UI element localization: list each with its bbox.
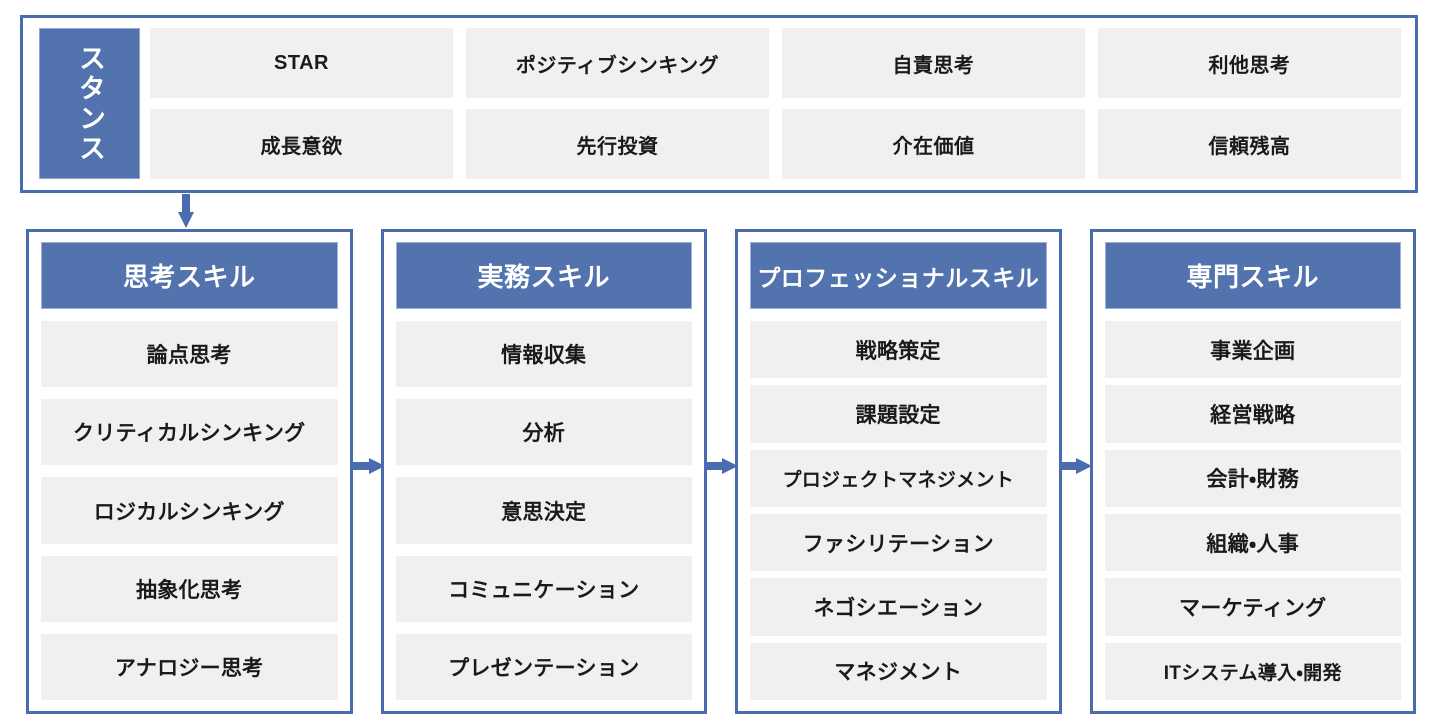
skill-item[interactable]: プロジェクトマネジメント	[750, 449, 1047, 507]
arrow-right-shaft	[351, 462, 371, 470]
skill-item-list: 事業企画 経営戦略 会計・財務 組織・人事 マーケティング ITシステム導入・開…	[1104, 321, 1401, 700]
stance-cell[interactable]: STAR	[150, 28, 453, 98]
arrow-down-shaft	[182, 194, 190, 214]
skill-item[interactable]: 課題設定	[750, 385, 1047, 443]
skill-item[interactable]: 論点思考	[41, 321, 338, 388]
skill-column-title: 実務スキル	[395, 242, 692, 309]
arrow-right-icon	[704, 458, 738, 474]
stance-cell[interactable]: 信頼残高	[1098, 109, 1401, 179]
skill-item-list: 論点思考 クリティカルシンキング ロジカルシンキング 抽象化思考 アナロジー思考	[41, 321, 338, 701]
stance-panel-inner: スタンス STAR ポジティブシンキング 自責思考 利他思考 成長意欲 先行投資…	[39, 28, 1401, 179]
skill-item[interactable]: 分析	[395, 399, 692, 466]
skill-column-title: 思考スキル	[41, 242, 338, 309]
skill-item-list: 情報収集 分析 意思決定 コミュニケーション プレゼンテーション	[395, 321, 692, 701]
arrow-down-icon	[178, 194, 194, 228]
arrow-right-icon	[1058, 458, 1092, 474]
arrow-right-shaft	[1058, 462, 1078, 470]
skill-column-thinking: 思考スキル 論点思考 クリティカルシンキング ロジカルシンキング 抽象化思考 ア…	[26, 229, 353, 714]
skill-item[interactable]: マネジメント	[750, 642, 1047, 700]
skill-item[interactable]: 情報収集	[395, 321, 692, 388]
skill-column-professional: プロフェッショナルスキル 戦略策定 課題設定 プロジェクトマネジメント ファシリ…	[735, 229, 1062, 714]
stance-label-text: スタンス	[75, 43, 105, 164]
stance-panel: スタンス STAR ポジティブシンキング 自責思考 利他思考 成長意欲 先行投資…	[20, 15, 1418, 193]
skill-item[interactable]: 組織・人事	[1104, 513, 1401, 572]
skill-item[interactable]: 会計・財務	[1104, 449, 1401, 507]
skill-column-practical: 実務スキル 情報収集 分析 意思決定 コミュニケーション プレゼンテーション	[380, 229, 707, 714]
stance-cell[interactable]: 成長意欲	[150, 109, 453, 179]
skill-column-specialist: 専門スキル 事業企画 経営戦略 会計・財務 組織・人事 マーケティング ITシス…	[1089, 229, 1416, 714]
skill-column-title: 専門スキル	[1104, 242, 1401, 309]
arrow-right-head	[722, 458, 738, 474]
arrow-right-head	[1076, 458, 1092, 474]
skill-item-list: 戦略策定 課題設定 プロジェクトマネジメント ファシリテーション ネゴシエーショ…	[750, 321, 1047, 700]
skill-item[interactable]: 戦略策定	[750, 321, 1047, 379]
skill-item[interactable]: ファシリテーション	[750, 513, 1047, 572]
skill-item[interactable]: 経営戦略	[1104, 385, 1401, 443]
skill-item[interactable]: アナロジー思考	[41, 633, 338, 701]
skill-item[interactable]: ネゴシエーション	[750, 578, 1047, 636]
stance-cell[interactable]: 介在価値	[782, 109, 1085, 179]
stance-cell[interactable]: 利他思考	[1098, 28, 1401, 98]
arrow-down-head	[178, 212, 194, 228]
skill-item[interactable]: 意思決定	[395, 477, 692, 544]
skill-columns: 思考スキル 論点思考 クリティカルシンキング ロジカルシンキング 抽象化思考 ア…	[26, 229, 1416, 714]
stance-label-box: スタンス	[39, 28, 140, 179]
stance-cell[interactable]: 自責思考	[782, 28, 1085, 98]
skill-item[interactable]: ITシステム導入・開発	[1104, 642, 1401, 700]
skill-item[interactable]: ロジカルシンキング	[41, 477, 338, 544]
skill-column-title: プロフェッショナルスキル	[750, 242, 1047, 309]
stance-grid: STAR ポジティブシンキング 自責思考 利他思考 成長意欲 先行投資 介在価値…	[150, 28, 1401, 179]
skill-item[interactable]: マーケティング	[1104, 578, 1401, 636]
skill-item[interactable]: クリティカルシンキング	[41, 399, 338, 466]
skill-item[interactable]: 事業企画	[1104, 321, 1401, 379]
stance-cell[interactable]: ポジティブシンキング	[466, 28, 769, 98]
skill-item[interactable]: プレゼンテーション	[395, 633, 692, 701]
skill-item[interactable]: コミュニケーション	[395, 555, 692, 622]
arrow-right-shaft	[704, 462, 724, 470]
skill-item[interactable]: 抽象化思考	[41, 555, 338, 622]
stance-cell[interactable]: 先行投資	[466, 109, 769, 179]
